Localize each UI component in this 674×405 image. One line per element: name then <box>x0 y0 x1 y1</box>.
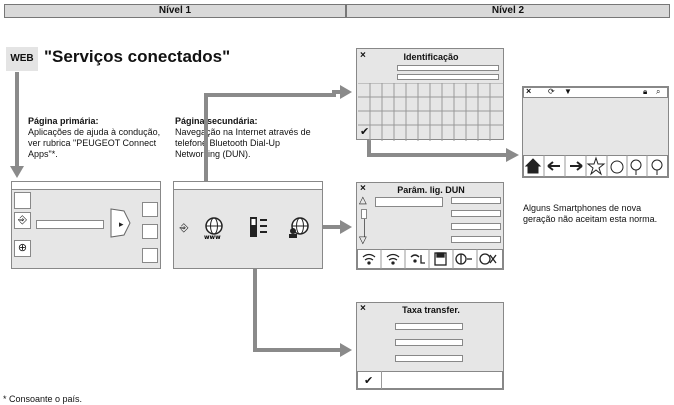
transfer-bottom-bar <box>357 371 503 389</box>
play-icon[interactable]: ▸ <box>110 208 132 238</box>
transfer-field-2[interactable] <box>395 339 463 346</box>
transfer-field-3[interactable] <box>395 355 463 362</box>
dun-field-left[interactable] <box>375 197 443 207</box>
primary-slot-1[interactable] <box>14 192 31 209</box>
secondary-page-text: Navegação na Internet através de telefon… <box>175 127 311 159</box>
level2-header: Nível 2 <box>346 4 670 18</box>
primary-slot-4[interactable] <box>142 248 158 263</box>
globe-icon[interactable]: ⊕ <box>14 240 31 257</box>
dun-field-3[interactable] <box>451 223 501 230</box>
scrollbar-thumb[interactable] <box>361 209 367 219</box>
transfer-rate-screen: × Taxa transfer. ✔ <box>356 302 504 390</box>
primary-page-heading: Página primária: <box>28 116 99 126</box>
close-icon[interactable]: × <box>360 50 366 61</box>
transfer-bar-divider <box>381 371 382 389</box>
secondary-page-description: Página secundária: Navegação na Internet… <box>175 116 325 160</box>
browser-toolbar <box>523 87 668 98</box>
browser-note: Alguns Smartphones de nova geração não a… <box>523 203 658 224</box>
primary-slot-3[interactable] <box>142 224 158 239</box>
confirm-check-icon[interactable]: ✔ <box>364 375 374 387</box>
identificacao-title: Identificação <box>403 52 459 62</box>
exit-icon[interactable]: ⎆ <box>179 222 189 234</box>
close-icon[interactable]: × <box>360 183 366 194</box>
dun-field-1[interactable] <box>451 197 501 204</box>
primary-page-description: Página primária: Aplicações de ajuda à c… <box>28 116 163 160</box>
dun-settings-screen: × Parâm. lig. DUN △ ▽ <box>356 182 504 270</box>
primary-app-bar[interactable] <box>36 220 104 229</box>
footnote: * Consoante o país. <box>3 394 83 404</box>
globe-user-icon[interactable] <box>287 216 311 238</box>
scroll-up-icon[interactable]: △ <box>359 195 367 206</box>
page-title: "Serviços conectados" <box>44 47 231 66</box>
primary-screen-top-bar <box>12 182 160 190</box>
exit-icon[interactable]: ⎆ <box>14 212 31 229</box>
close-icon[interactable]: × <box>526 86 532 96</box>
secondary-page-heading: Página secundária: <box>175 116 258 126</box>
dun-action-icons[interactable] <box>357 249 503 269</box>
confirm-check-icon[interactable]: ✔ <box>360 126 370 138</box>
web-badge: WEB <box>6 47 38 71</box>
scrollbar-track[interactable] <box>364 219 365 237</box>
close-icon[interactable]: × <box>360 303 366 314</box>
level1-header: Nível 1 <box>4 4 346 18</box>
primary-slot-2[interactable] <box>142 202 158 217</box>
secondary-screen: ⎆ www <box>173 181 323 269</box>
scroll-down-icon[interactable]: ▽ <box>359 235 367 246</box>
identificacao-field-1[interactable] <box>397 65 499 71</box>
browser-screen: × ⟳ ▼ 🔒︎ ⌕ <box>522 86 669 178</box>
identificacao-field-2[interactable] <box>397 74 499 80</box>
browser-nav-icons[interactable] <box>523 155 668 177</box>
lock-icon[interactable]: 🔒︎ <box>643 87 648 96</box>
transfer-field-1[interactable] <box>395 323 463 330</box>
phone-settings-icon[interactable] <box>248 216 268 238</box>
dun-field-2[interactable] <box>451 210 501 217</box>
www-globe-icon[interactable]: www <box>202 216 226 240</box>
identificacao-screen: × Identificação ✔ <box>356 48 504 141</box>
search-settings-icon[interactable]: ⌕ <box>656 87 661 96</box>
reload-icon[interactable]: ⟳ <box>548 87 555 96</box>
primary-screen: ⎆ ⊕ ▸ <box>11 181 161 269</box>
secondary-screen-top-bar <box>174 182 322 190</box>
keyboard-grid[interactable] <box>358 83 504 141</box>
dun-field-4[interactable] <box>451 236 501 243</box>
svg-text:www: www <box>204 234 221 240</box>
primary-page-text: Aplicações de ajuda à condução, ver rubr… <box>28 127 161 159</box>
dun-title: Parâm. lig. DUN <box>397 185 465 195</box>
dropdown-icon[interactable]: ▼ <box>564 87 572 96</box>
play-glyph: ▸ <box>119 220 124 230</box>
transfer-rate-title: Taxa transfer. <box>402 305 460 315</box>
